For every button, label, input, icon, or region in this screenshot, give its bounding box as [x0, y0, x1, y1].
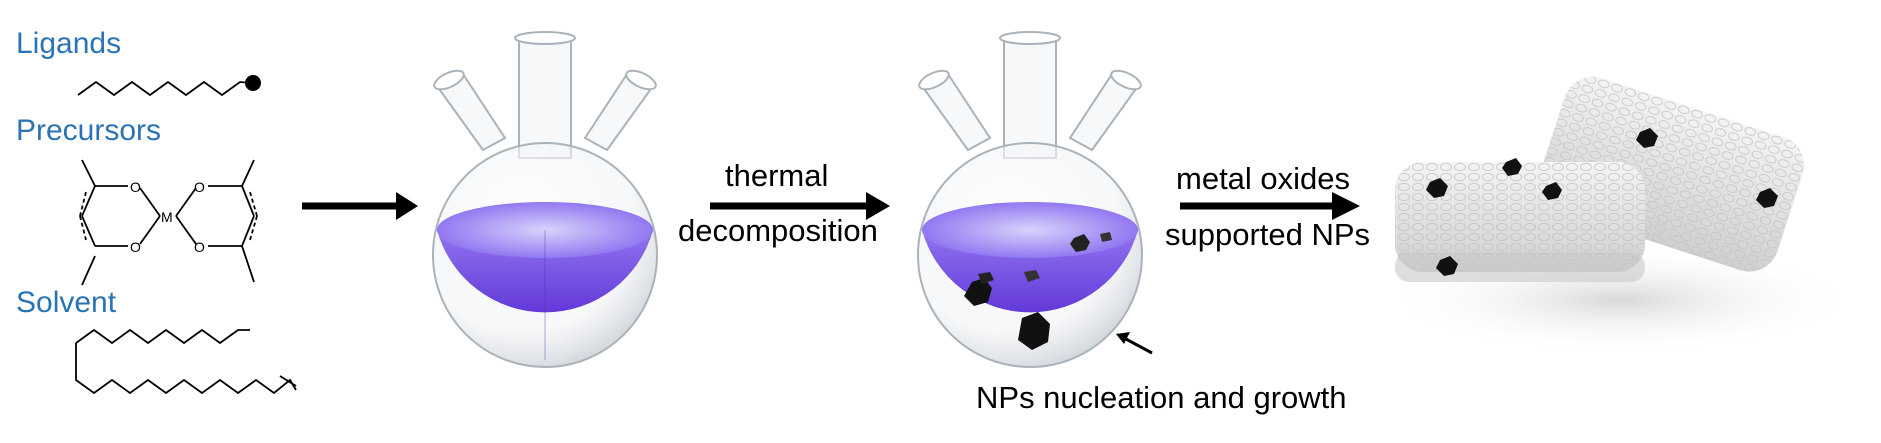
precursors-label: Precursors	[16, 114, 161, 147]
ligand-chain-icon	[77, 75, 261, 97]
decomposition-label: decomposition	[678, 213, 878, 248]
thermal-label: thermal	[725, 158, 828, 193]
thermal-decomposition-arrow	[710, 192, 890, 220]
supported-nanoparticle-icon	[1436, 256, 1458, 276]
supported-nps-arrow	[1180, 192, 1360, 220]
acac-complex-icon	[79, 159, 258, 286]
nanoparticle-icon	[1100, 232, 1112, 242]
supported-nanoparticle-icon	[1502, 158, 1522, 176]
supported-nps-label: supported NPs	[1165, 217, 1370, 252]
metal-oxides-label: metal oxides	[1176, 161, 1350, 196]
ligands-label: Ligands	[16, 27, 121, 60]
solvent-label: Solvent	[16, 286, 117, 319]
oxygen-atom-3: O	[194, 179, 205, 195]
liquid-surface	[437, 202, 653, 258]
nucleation-pointer-arrow	[1116, 332, 1153, 355]
supported-nanoparticle-icon	[1426, 178, 1448, 198]
oxygen-atom-4: O	[194, 239, 205, 255]
nanoparticle-icon	[1018, 312, 1050, 350]
nanoparticle-icon	[1024, 270, 1040, 282]
arrow-to-flask	[302, 192, 418, 220]
metal-center: M	[161, 209, 173, 225]
nanoparticle-icon	[978, 272, 994, 284]
supported-nanoparticle-icon	[1756, 188, 1778, 208]
nanoparticle-icon	[1070, 234, 1090, 252]
flask-with-nanoparticles-icon	[917, 31, 1143, 368]
nanoparticle-icon	[964, 278, 992, 306]
oxide-support-block-icon	[1380, 76, 1860, 355]
oxygen-atom-2: O	[130, 239, 141, 255]
supported-nanoparticle-icon	[1636, 128, 1658, 148]
nucleation-label: NPs nucleation and growth	[976, 380, 1347, 415]
supported-nanoparticle-icon	[1542, 182, 1562, 200]
ligand-head-group	[245, 75, 261, 91]
oxygen-atom-1: O	[130, 179, 141, 195]
octadecene-icon	[75, 328, 297, 395]
three-neck-flask-icon	[432, 31, 658, 368]
